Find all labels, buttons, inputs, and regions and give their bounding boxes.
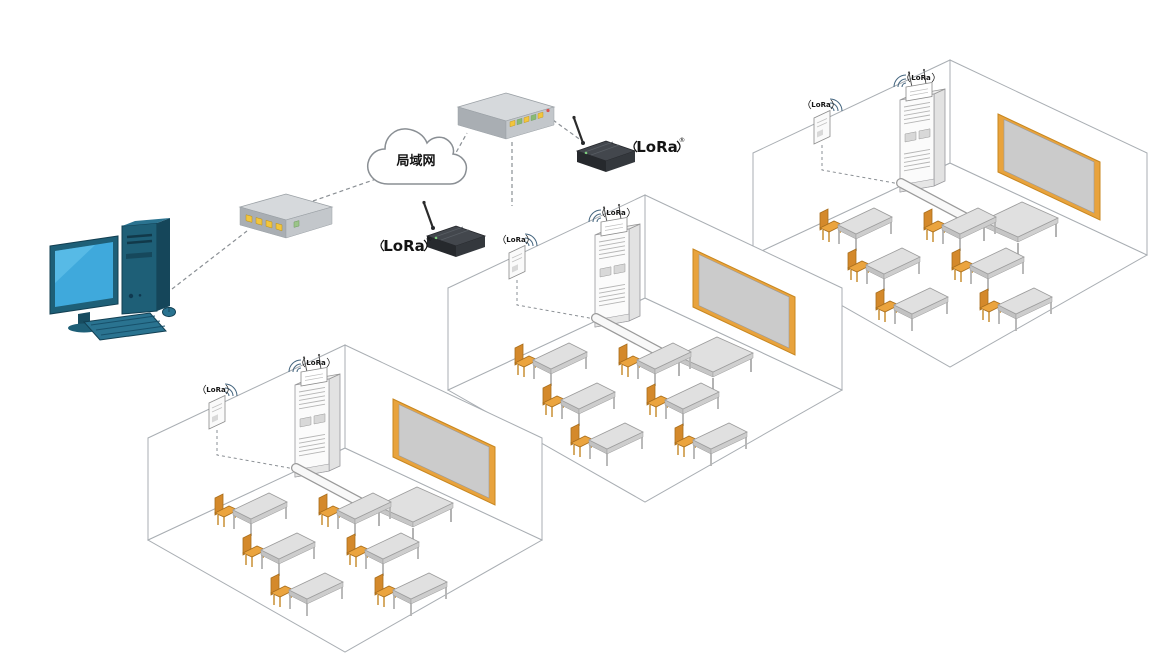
tower-vents [126,233,153,245]
lora-logo-arcs [380,239,428,252]
key-rows [90,315,166,336]
lan-cloud: 局域网 [367,128,468,185]
cloud-label: 局域网 [396,153,435,169]
connection-computer-router [171,230,248,290]
lora-gateway-1-label: LoRa ® [633,136,686,156]
connection-switch-gateway1 [552,119,583,142]
lora-logo-arcs [633,140,681,153]
registered-mark: ® [679,136,686,144]
mouse [162,306,176,318]
keyboard [83,312,167,341]
lora-label: LoRa [636,138,678,156]
power-button [128,293,134,299]
switch-ports [509,111,544,128]
lora-gateway-2-label: LoRa ® [380,235,433,255]
lora-label: LoRa [383,237,425,255]
switch-status-led [546,108,550,113]
screen-glare [55,245,95,283]
cloud-shape [367,128,468,185]
computer-tower [121,218,170,315]
desktop-computer [49,218,176,341]
registered-mark: ® [426,235,433,243]
connection-router-cloud [312,177,380,202]
connection-cloud-switch [452,132,468,159]
monitor [49,235,119,333]
router-front-right [285,206,333,239]
connections [171,119,583,290]
router-ports [245,214,300,232]
router [238,193,334,239]
dvd-slot [126,252,152,259]
network-switch [456,92,556,140]
